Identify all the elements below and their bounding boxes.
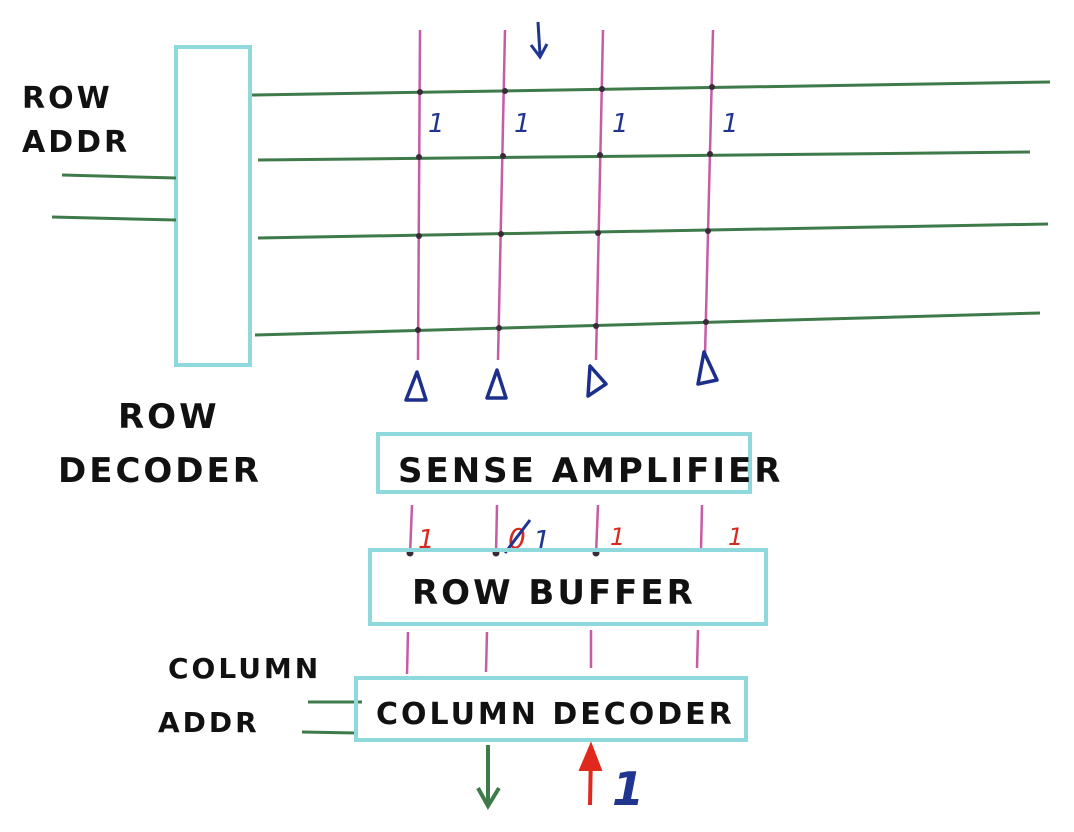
buffer-to-column-lines: [405, 629, 700, 675]
input-arrow-icon: [578, 741, 603, 771]
row-buffer-label: ROW BUFFER: [412, 573, 696, 613]
amplifier-icon-1: [404, 370, 428, 402]
row-buffer-box: [368, 548, 768, 626]
sense-amp-icons: [404, 350, 719, 402]
sense-amplifier-box: [376, 432, 752, 494]
output-arrow-icon: [476, 745, 501, 810]
output-value: 1: [612, 762, 644, 816]
buffer-value-2: 1: [533, 524, 551, 557]
column-decoder-label: COLUMN DECODER: [376, 697, 735, 732]
sense-amplifier-label: SENSE AMPLIFIER: [398, 451, 783, 491]
row-decoder-label-2: DECODER: [58, 451, 262, 491]
row-decoder-label-1: ROW: [118, 397, 220, 437]
column-addr-label-1: COLUMN: [168, 652, 321, 685]
column-decoder-box: [354, 676, 748, 742]
amp-to-buffer-lines: [408, 504, 704, 556]
word-line-1: [251, 80, 1051, 97]
amplifier-icon-4: [696, 350, 719, 386]
column-addr-label-2: ADDR: [158, 706, 260, 739]
cell-value-3: 1: [612, 109, 629, 139]
word-line-3: [257, 222, 1049, 240]
row-addr-line-1: [61, 173, 177, 180]
amplifier-icon-2: [485, 368, 508, 400]
row-addr-label-1: ROW: [22, 81, 113, 116]
word-line-2: [257, 150, 1031, 162]
column-addr-line-2: [301, 730, 357, 735]
bit-line-2: [496, 29, 507, 361]
cell-value-1: 1: [428, 109, 445, 139]
bit-line-4: [703, 29, 715, 356]
strike-through-mark: [503, 519, 532, 554]
cell-value-2: 1: [514, 109, 531, 139]
row-decoder-box: [174, 45, 252, 367]
bit-line-3: [594, 29, 605, 361]
down-arrow-icon: [529, 21, 549, 60]
buffer-value-3: 1: [610, 523, 625, 551]
amplifier-icon-3: [586, 364, 608, 398]
bit-line-1: [416, 29, 422, 361]
cell-junctions: [415, 84, 715, 333]
word-line-4: [254, 311, 1041, 337]
buffer-value-4: 1: [728, 523, 743, 551]
buffer-value-1: 1: [418, 525, 435, 555]
row-addr-line-2: [51, 215, 177, 222]
row-addr-label-2: ADDR: [22, 125, 130, 160]
cell-value-4: 1: [722, 109, 739, 139]
